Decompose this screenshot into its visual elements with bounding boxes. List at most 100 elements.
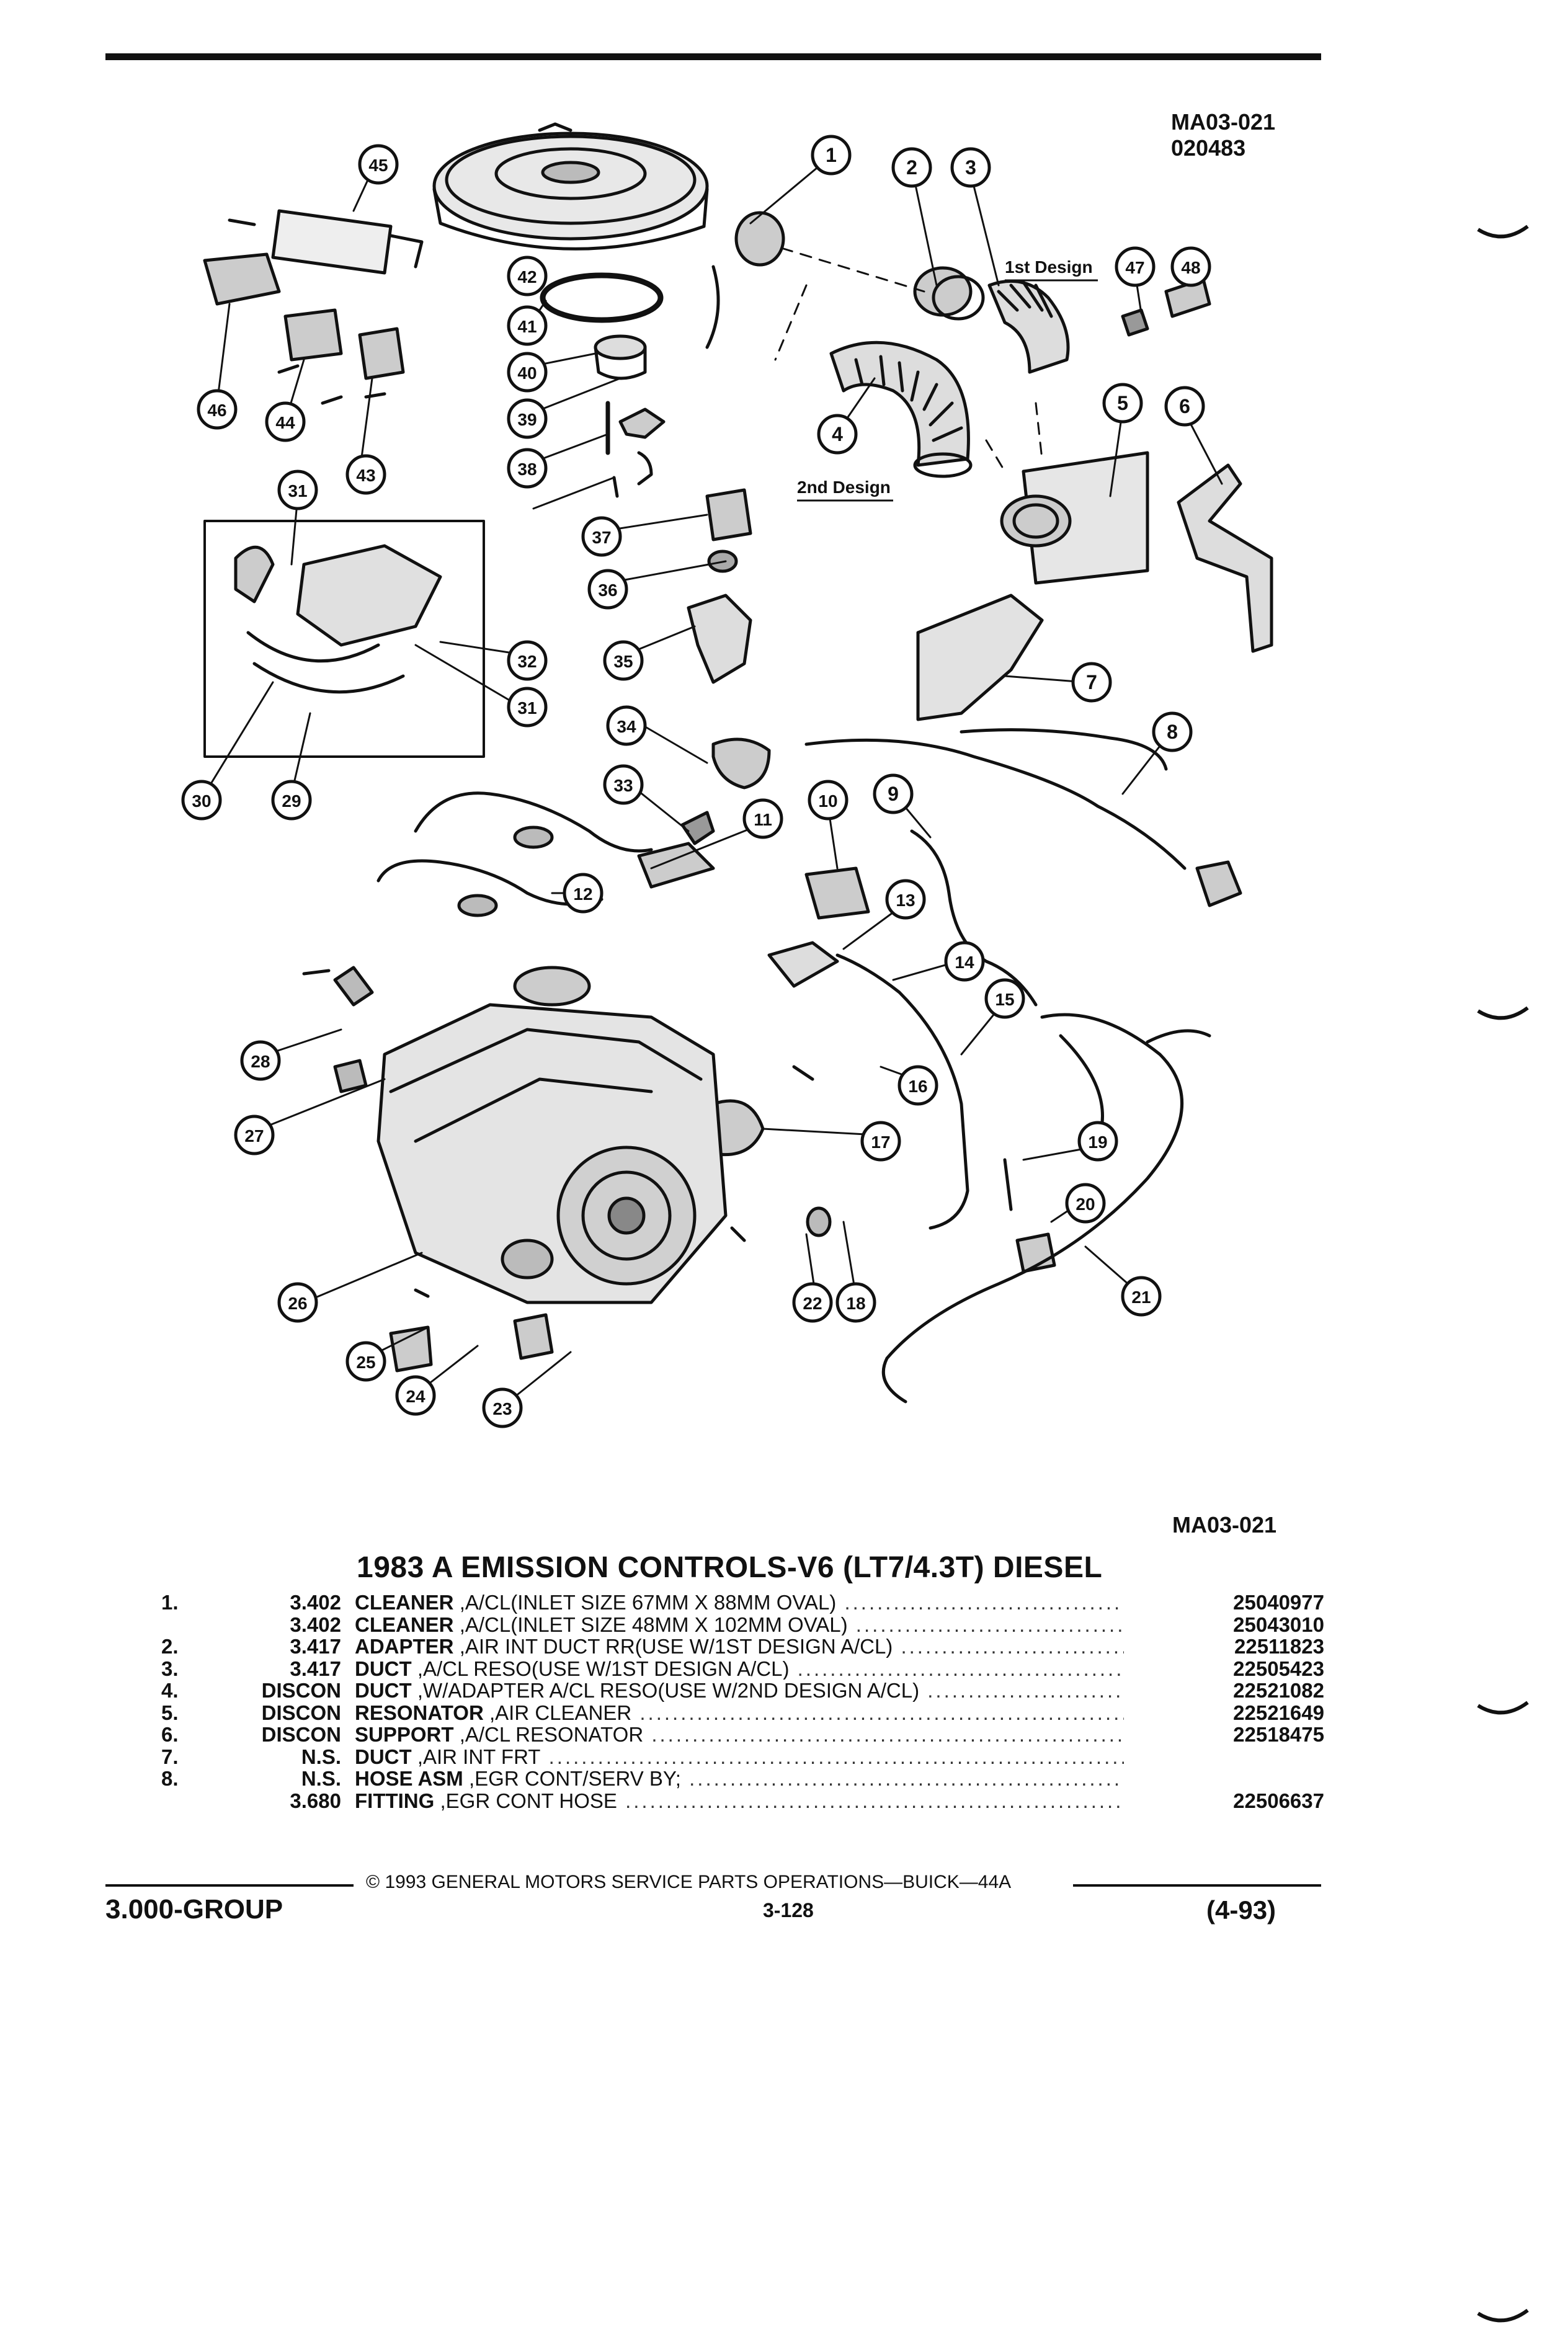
part-description: DUCT ,A/CL RESO(USE W/1ST DESIGN A/CL) .… [355,1658,1124,1680]
figure-date: 020483 [1171,135,1246,161]
dot-leader: ........................................… [689,1768,1124,1790]
svg-text:31: 31 [517,698,537,718]
margin-mark [1477,2308,1529,2323]
svg-text:17: 17 [871,1133,890,1152]
svg-text:5: 5 [1117,392,1128,414]
svg-text:14: 14 [955,953,974,972]
svg-text:21: 21 [1131,1288,1151,1307]
part-name: FITTING [355,1789,435,1812]
callout-12: 12 [563,873,604,914]
part-description: CLEANER ,A/CL(INLET SIZE 48MM X 102MM OV… [355,1614,1124,1636]
svg-text:36: 36 [598,581,617,600]
callout-29: 29 [271,780,312,821]
callout-42: 42 [507,256,548,296]
resonator-5 [1000,451,1149,585]
svg-text:3: 3 [965,156,976,179]
item-number: 2. [161,1635,179,1658]
item-number: 6. [161,1723,179,1746]
svg-text:28: 28 [251,1052,270,1071]
part-number: 25043010 [1233,1613,1324,1636]
svg-text:26: 26 [288,1294,307,1313]
part-number: 22506637 [1233,1789,1324,1812]
part-detail: ,A/CL(INLET SIZE 48MM X 102MM OVAL) [459,1613,848,1636]
parts-row: 3. 3.417 DUCT ,A/CL RESO(USE W/1ST DESIGN … [161,1657,1327,1680]
callout-13: 13 [885,879,926,920]
section-code: DISCON [261,1679,341,1702]
callout-11: 11 [742,798,783,839]
bracket-45 [271,209,424,275]
callout-19: 19 [1077,1121,1118,1162]
part-description: CLEANER ,A/CL(INLET SIZE 67MM X 88MM OVA… [355,1591,1124,1614]
svg-text:46: 46 [207,401,226,420]
callout-18: 18 [835,1282,876,1323]
part-number: 25040977 [1233,1591,1324,1614]
svg-text:43: 43 [356,466,375,485]
duct-4 [829,340,973,478]
callout-41: 41 [507,305,548,346]
svg-text:6: 6 [1179,395,1190,417]
valve-41 [594,334,647,380]
margin-mark [1477,1006,1529,1020]
svg-text:44: 44 [275,413,295,432]
callout-3: 3 [950,147,991,188]
callout-1: 1 [811,135,852,176]
figure-code-bottom: MA03-021 [1172,1512,1277,1538]
svg-text:47: 47 [1125,258,1144,277]
callout-16: 16 [898,1065,938,1106]
svg-text:39: 39 [517,410,537,429]
top-rule [105,53,1321,60]
callout-21: 21 [1121,1276,1162,1317]
callout-38: 38 [507,448,548,489]
section-code: 3.417 [290,1635,341,1658]
part-detail: ,AIR INT DUCT RR(USE W/1ST DESIGN A/CL) [459,1636,893,1658]
part-description: RESONATOR ,AIR CLEANER .................… [355,1702,1124,1724]
svg-text:7: 7 [1086,671,1097,693]
svg-text:8: 8 [1167,721,1178,743]
part-number: 22505423 [1233,1657,1324,1680]
margin-mark [1477,1701,1529,1715]
callout-40: 40 [507,352,548,393]
dot-leader: ........................................… [927,1680,1124,1702]
callout-32: 32 [507,640,548,681]
callout-9: 9 [873,773,914,814]
duct-3 [987,279,1070,374]
dot-leader: ........................................… [844,1591,1124,1614]
callout-46: 46 [197,389,238,430]
callout-27: 27 [234,1115,275,1155]
callout-39: 39 [507,398,548,439]
page-number: 3-128 [763,1899,814,1921]
svg-text:15: 15 [995,990,1014,1009]
svg-text:48: 48 [1181,258,1200,277]
footer-rule-right [1073,1884,1321,1887]
callout-43: 43 [345,454,386,495]
section-code: 3.402 [290,1613,341,1636]
svg-text:20: 20 [1076,1195,1095,1214]
page-title: 1983 A EMISSION CONTROLS-V6 (LT7/4.3T) D… [357,1551,1103,1584]
item-number: 7. [161,1745,179,1768]
svg-text:40: 40 [517,363,537,383]
part-number: 22511823 [1234,1635,1324,1658]
svg-text:38: 38 [517,460,537,479]
item-number: 1. [161,1591,179,1614]
svg-text:42: 42 [517,267,537,287]
first-design-label: 1st Design [1005,257,1093,277]
section-code: 3.417 [290,1657,341,1680]
item-number: 3. [161,1657,179,1680]
item-number: 8. [161,1767,179,1790]
section-code: 3.402 [290,1591,341,1614]
relay-43 [358,327,405,380]
parts-row: 8.N.S.HOSE ASM ,EGR CONT/SERV BY; ......… [161,1768,1327,1790]
svg-text:33: 33 [613,776,633,795]
part-description: FITTING ,EGR CONT HOSE .................… [355,1790,1124,1812]
svg-text:13: 13 [896,891,915,910]
callout-30: 30 [181,780,222,821]
svg-text:31: 31 [288,481,307,501]
callout-4: 4 [817,414,858,455]
parts-row: 1. 3.402 CLEANER ,A/CL(INLET SIZE 67MM X 8… [161,1591,1327,1614]
callout-6: 6 [1164,386,1205,427]
callout-31: 31 [507,687,548,728]
air-cleaner-illustration [432,122,785,349]
svg-text:2: 2 [906,156,917,179]
svg-text:30: 30 [192,791,211,811]
